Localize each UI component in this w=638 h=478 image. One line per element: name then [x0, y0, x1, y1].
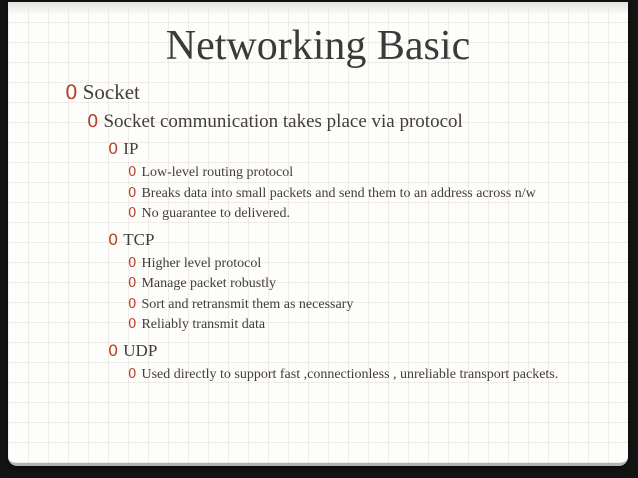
list-item-text: Socket communication takes place via pro… — [103, 111, 463, 132]
list-item-text: UDP — [123, 340, 158, 360]
bullet-marker: 0 — [108, 139, 119, 158]
list-item: 0 Socket — [65, 79, 628, 106]
list-item: 0 Reliably transmit data — [128, 315, 628, 336]
bullet-marker: 0 — [108, 340, 119, 360]
bullet-marker: 0 — [128, 296, 137, 312]
list-item-text: Used directly to support fast ,connectio… — [141, 366, 559, 382]
list-item: 0 Socket communication takes place via p… — [87, 109, 628, 134]
list-item: 0 Sort and retransmit them as necessary — [128, 295, 628, 316]
bullet-marker: 0 — [128, 276, 137, 291]
list-item: 0 UDP — [108, 339, 628, 363]
bullet-marker: 0 — [128, 255, 137, 271]
list-item: 0 IP — [108, 137, 628, 161]
outline-list: 0 Socket 0 Socket communication takes pl… — [65, 79, 628, 385]
bullet-marker: 0 — [65, 80, 78, 104]
list-item: 0 No guarantee to delivered. — [128, 204, 628, 225]
list-item-text: Reliably transmit data — [141, 317, 266, 332]
bullet-marker: 0 — [128, 185, 137, 201]
bullet-marker: 0 — [128, 317, 137, 332]
slide-canvas: Networking Basic 0 Socket 0 Socket commu… — [8, 2, 628, 466]
bullet-marker: 0 — [128, 366, 137, 382]
list-item-text: Sort and retransmit them as necessary — [141, 296, 354, 312]
bullet-marker: 0 — [87, 111, 99, 132]
list-item-text: Manage packet robustly — [141, 276, 276, 291]
list-item-text: Breaks data into small packets and send … — [141, 185, 536, 201]
list-item: 0 Higher level protocol — [128, 254, 628, 275]
list-item: 0 TCP — [108, 228, 628, 252]
list-item: 0 Used directly to support fast ,connect… — [128, 365, 628, 386]
list-item-text: Low-level routing protocol — [141, 165, 294, 180]
list-item: 0 Low-level routing protocol — [128, 163, 628, 184]
list-item-text: No guarantee to delivered. — [141, 206, 290, 221]
list-item-text: IP — [123, 139, 139, 158]
list-item: 0 Manage packet robustly — [128, 274, 628, 295]
bullet-marker: 0 — [108, 229, 119, 249]
list-item: 0 Breaks data into small packets and sen… — [128, 184, 628, 205]
list-item-text: TCP — [123, 229, 155, 249]
list-item-text: Higher level protocol — [141, 255, 262, 271]
page-title: Networking Basic — [165, 23, 471, 69]
list-item-text: Socket — [82, 80, 140, 104]
bullet-marker: 0 — [128, 165, 137, 180]
bullet-marker: 0 — [128, 206, 137, 221]
